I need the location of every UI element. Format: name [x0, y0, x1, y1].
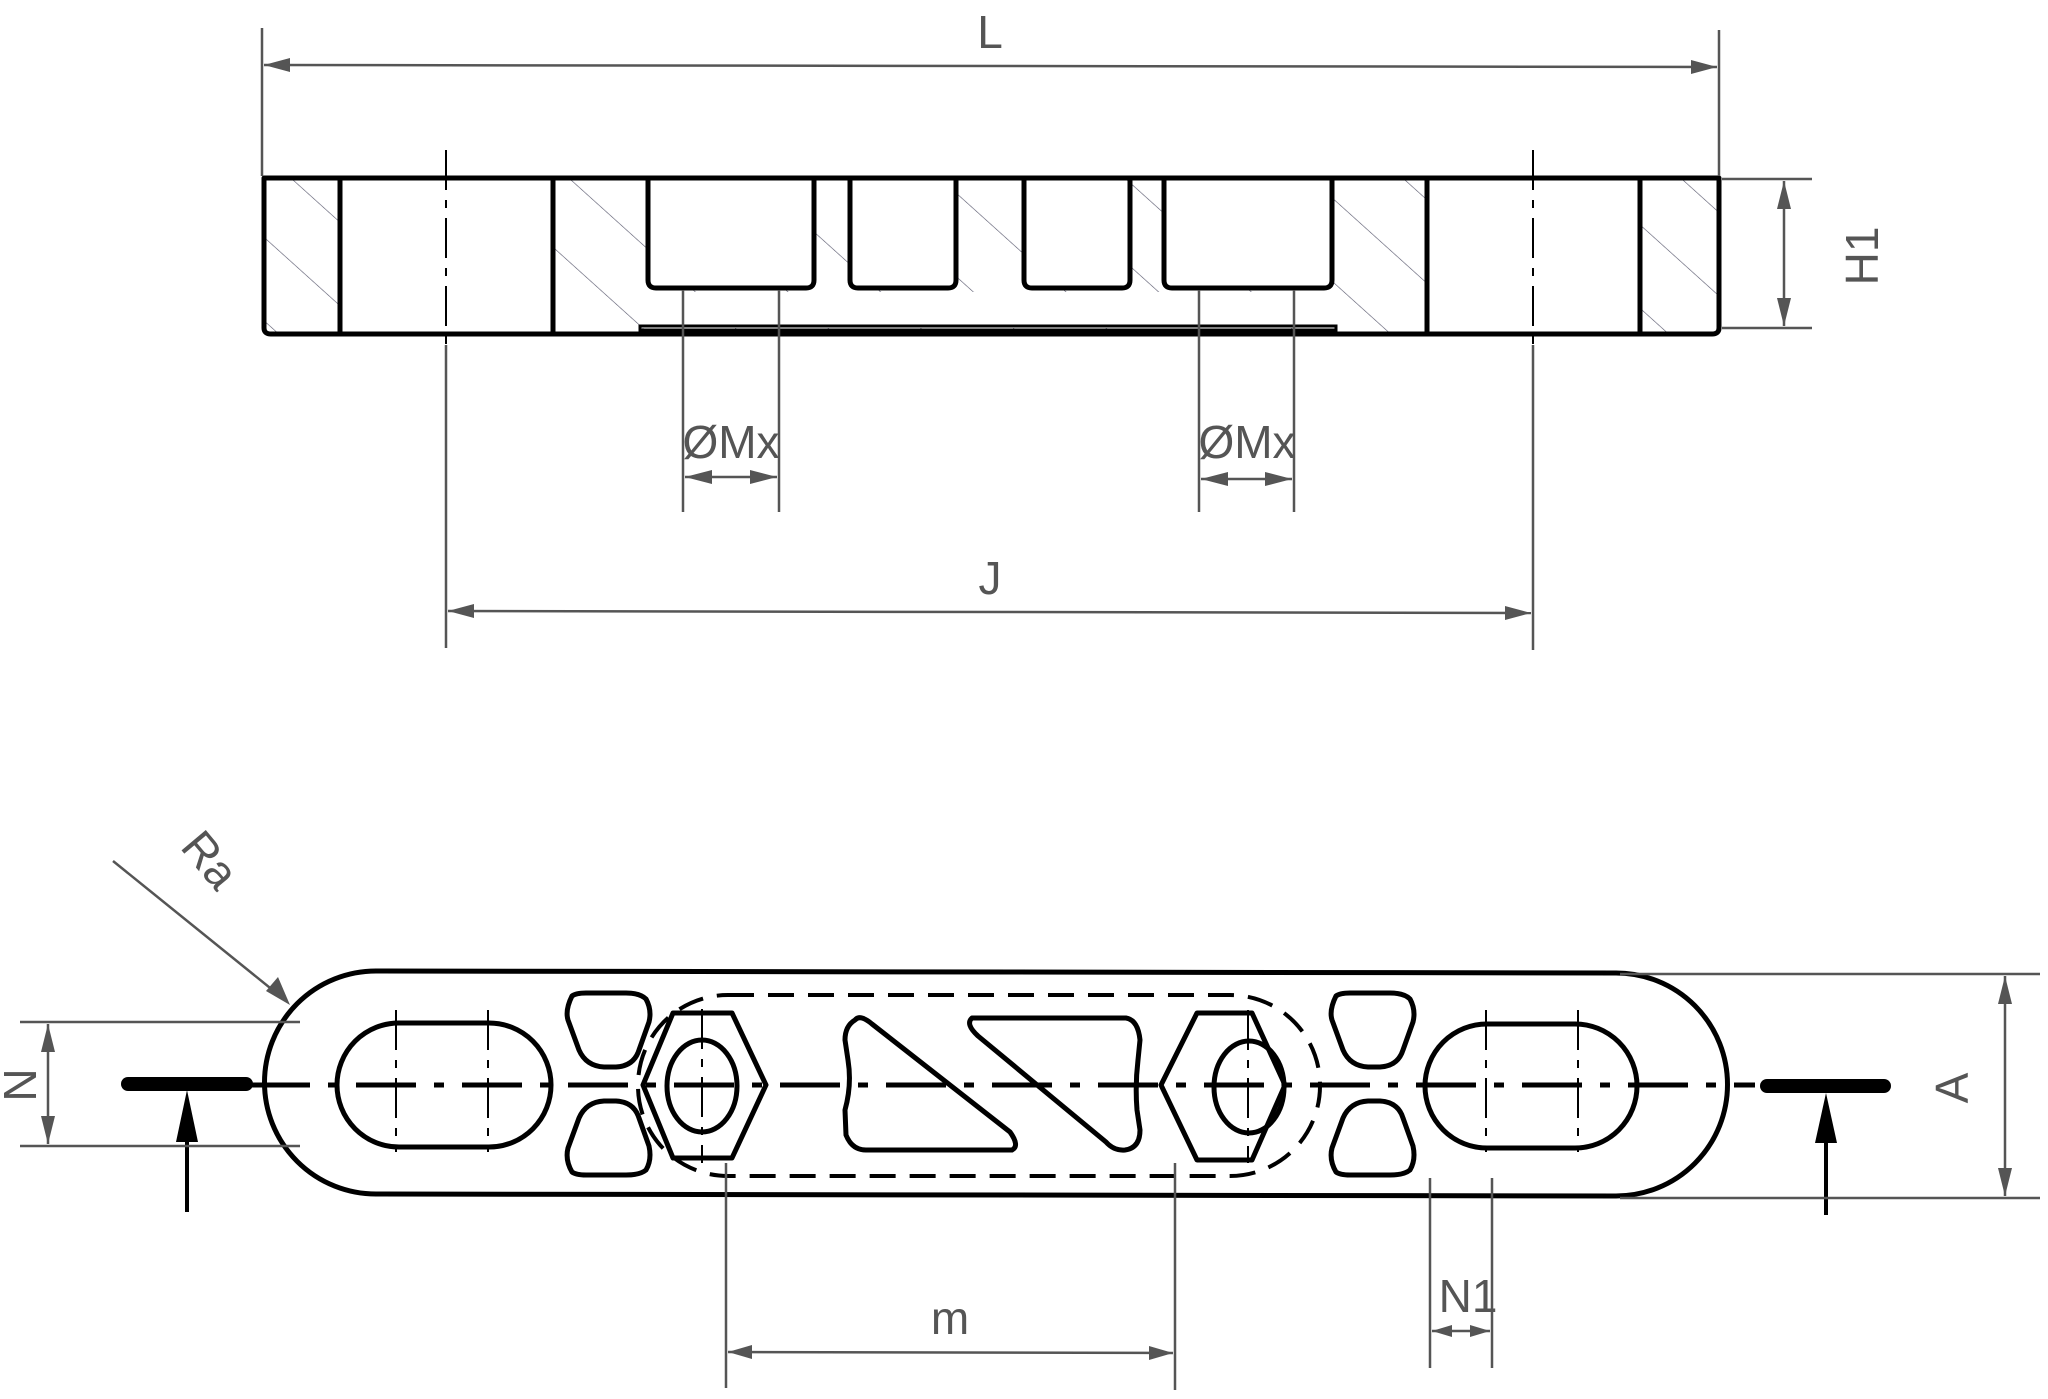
dimension-label-Ra: Ra [171, 820, 249, 899]
lobe-right-bottom [1328, 1098, 1417, 1178]
section-marker-left [121, 1077, 253, 1212]
dimension-J: J [444, 345, 1535, 650]
pocket-inner-right [1021, 175, 1133, 291]
dimension-m: m [724, 1163, 1177, 1390]
dimension-L: L [260, 6, 1721, 176]
hatch-right-wall [1640, 178, 1719, 334]
dimension-label-thread-right: ØMx [1198, 416, 1295, 468]
dimension-label-H1: H1 [1836, 227, 1888, 286]
dimension-label-A: A [1926, 1072, 1978, 1103]
pocket-left-thread [645, 175, 817, 291]
section-marker-right [1760, 1079, 1891, 1215]
dimension-A: A [1620, 972, 2040, 1200]
dimension-thread-right: ØMx [1197, 290, 1296, 512]
lobe-left-bottom [564, 1098, 653, 1178]
dimension-H1: H1 [1722, 177, 1888, 330]
dimension-N1: N1 [1428, 1178, 1498, 1368]
dimension-N: N [0, 1020, 300, 1148]
plan-view: Ra N A N1 [0, 820, 2040, 1390]
dimension-Ra: Ra [112, 820, 290, 1005]
pocket-right-thread [1161, 175, 1335, 291]
dimension-label-N: N [0, 1068, 46, 1101]
lobe-left-top [564, 990, 653, 1070]
triangle-cutout-right [967, 1015, 1143, 1153]
dimension-label-J: J [979, 552, 1002, 604]
dimension-label-m: m [931, 1292, 969, 1344]
hex-nut-left [640, 1010, 769, 1161]
pocket-inner-left [847, 175, 959, 291]
hatch-left-wall [264, 178, 340, 334]
plan-outline [262, 968, 1730, 1199]
section-outline [261, 175, 1722, 337]
dimension-label-L: L [977, 6, 1003, 58]
dimension-thread-left: ØMx [681, 290, 781, 512]
section-view: L H1 ØMx ØMx [260, 6, 1888, 650]
lobe-right-top [1328, 990, 1417, 1070]
dimension-label-N1: N1 [1439, 1270, 1498, 1322]
triangle-cutout-left [842, 1015, 1018, 1153]
dimension-label-thread-left: ØMx [682, 416, 779, 468]
